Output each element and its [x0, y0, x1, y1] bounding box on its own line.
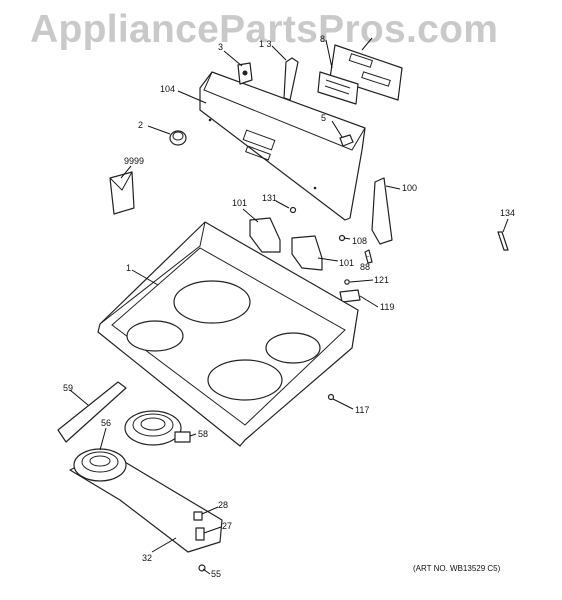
part-28 [193, 511, 203, 521]
bracket-part-101-right [291, 235, 323, 271]
literature-fold [109, 171, 133, 191]
callout-28: 28 [218, 500, 228, 510]
callout-13: 1 3 [259, 39, 272, 49]
callout-58: 58 [198, 429, 208, 439]
callout-labels: 3 1 3 8 104 2 5 9999 100 131 101 101 108… [63, 34, 515, 579]
callout-108: 108 [352, 236, 367, 246]
callout-8: 8 [320, 34, 325, 44]
trim-part-13 [283, 57, 299, 101]
endcap-part-100 [371, 177, 393, 245]
touchpad-overlay [317, 71, 359, 105]
callout-101-lower: 101 [339, 258, 354, 268]
callout-9999: 9999 [124, 156, 144, 166]
bracket-part-101-left [249, 217, 281, 253]
cooktop-main [97, 221, 359, 447]
callout-119: 119 [380, 302, 394, 312]
callout-121: 121 [374, 275, 389, 285]
bracket-part-3 [237, 62, 253, 85]
literature-part-9999 [109, 171, 135, 215]
callout-1: 1 [126, 263, 131, 273]
callout-101-upper: 101 [232, 198, 247, 208]
callout-117: 117 [355, 405, 369, 415]
callout-27: 27 [222, 521, 232, 531]
clip-part-5 [339, 134, 354, 147]
callout-131: 131 [262, 193, 277, 203]
callout-56: 56 [101, 418, 111, 428]
callout-88: 88 [360, 262, 370, 272]
switch-part-119 [339, 289, 361, 303]
leader-lines [69, 37, 509, 575]
callout-32: 32 [142, 553, 152, 563]
part-27 [195, 527, 205, 541]
burner-part-58 [124, 410, 191, 446]
watermark: AppliancePartsPros.com [30, 8, 499, 51]
screw-part-131 [289, 206, 297, 214]
callout-100: 100 [402, 183, 417, 193]
screw-part-117 [327, 393, 335, 401]
callout-134: 134 [500, 208, 515, 218]
callout-55: 55 [211, 569, 221, 579]
rail-part-59 [57, 381, 127, 443]
callout-3: 3 [218, 42, 223, 52]
callout-2: 2 [138, 120, 143, 130]
callout-59: 59 [63, 383, 73, 393]
knob-part-2 [169, 130, 187, 146]
screw-part-108 [338, 234, 346, 242]
callout-5: 5 [321, 113, 326, 123]
art-number: (ART NO. WB13529 C5) [413, 564, 501, 573]
fastener-part-121 [344, 279, 350, 285]
screw-part-134 [497, 231, 509, 251]
backsplash-panel [199, 71, 366, 221]
callout-104: 104 [160, 84, 175, 94]
